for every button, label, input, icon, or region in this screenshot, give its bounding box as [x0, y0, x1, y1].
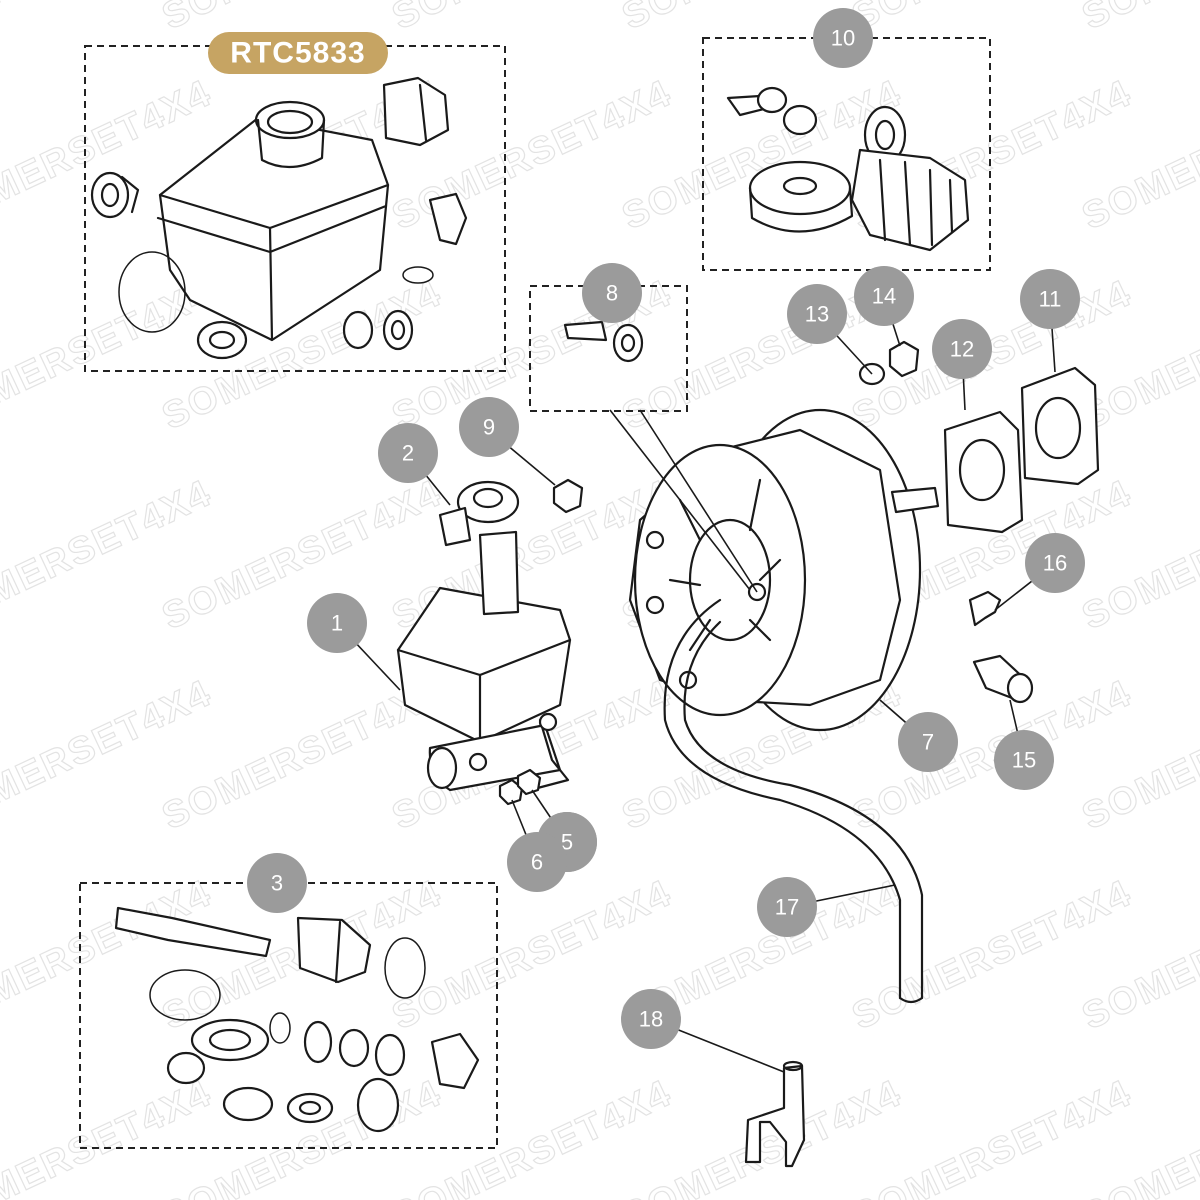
callout-circle — [757, 877, 817, 937]
callout-label: 8 — [606, 281, 618, 306]
booster-seal-kit-box — [702, 37, 991, 271]
callout-label: 12 — [950, 337, 974, 362]
callout-circle — [507, 832, 567, 892]
callout-1: 1 — [307, 593, 367, 653]
callout-circle — [247, 853, 307, 913]
callout-label: 16 — [1043, 551, 1067, 576]
callout-8: 8 — [582, 263, 642, 323]
callout-10: 10 — [813, 8, 873, 68]
brake-booster — [628, 408, 940, 732]
callout-11: 11 — [1020, 269, 1080, 329]
callout-circle — [459, 397, 519, 457]
reference-badge: RTC5833 — [208, 32, 388, 74]
callout-label: 13 — [805, 302, 829, 327]
callout-circle — [378, 423, 438, 483]
callout-circle — [307, 593, 367, 653]
callout-label: 5 — [561, 830, 573, 855]
callout-label: 15 — [1012, 748, 1036, 773]
callout-13: 13 — [787, 284, 847, 344]
callout-15: 15 — [994, 730, 1054, 790]
nut-9 — [552, 478, 584, 514]
callout-2: 2 — [378, 423, 438, 483]
callout-label: 2 — [402, 441, 414, 466]
callout-circle — [1025, 533, 1085, 593]
callout-18: 18 — [621, 989, 681, 1049]
callout-circle — [1020, 269, 1080, 329]
master-cylinder-kit-box — [79, 882, 498, 1149]
watermark-text: SOMERSET4X4 — [0, 1072, 218, 1200]
callout-label: 9 — [483, 415, 495, 440]
callout-label: 18 — [639, 1007, 663, 1032]
callout-circle — [898, 712, 958, 772]
callout-label: 3 — [271, 871, 283, 896]
callout-label: 11 — [1039, 287, 1062, 312]
reservoir-kit-box — [84, 45, 506, 372]
pin-15 — [972, 654, 1034, 704]
reference-code: RTC5833 — [230, 37, 365, 70]
callout-label: 1 — [331, 611, 343, 636]
callout-circle — [854, 266, 914, 326]
callout-label: 7 — [922, 730, 934, 755]
watermark-text: SOMERSET4X4 — [1076, 0, 1200, 38]
callout-label: 6 — [531, 850, 543, 875]
callout-badges: 123456789101112131415161718 — [247, 8, 1085, 1049]
callout-circle — [994, 730, 1054, 790]
gaskets — [943, 366, 1100, 534]
check-valve — [744, 1060, 806, 1168]
clip-16 — [968, 590, 1002, 627]
nuts-5-6 — [498, 768, 542, 806]
callout-circle — [787, 284, 847, 344]
callout-circle — [582, 263, 642, 323]
callout-17: 17 — [757, 877, 817, 937]
callout-12: 12 — [932, 319, 992, 379]
callout-9: 9 — [459, 397, 519, 457]
callout-circle — [621, 989, 681, 1049]
callout-label: 10 — [831, 26, 855, 51]
callout-label: 14 — [872, 284, 896, 309]
callout-7: 7 — [898, 712, 958, 772]
callout-label: 17 — [775, 895, 799, 920]
callout-3: 3 — [247, 853, 307, 913]
callout-14: 14 — [854, 266, 914, 326]
master-cylinder — [396, 480, 572, 792]
callout-16: 16 — [1025, 533, 1085, 593]
callout-circle — [932, 319, 992, 379]
callout-6: 6 — [507, 832, 567, 892]
callout-circle — [813, 8, 873, 68]
vacuum-hose — [663, 598, 924, 1004]
